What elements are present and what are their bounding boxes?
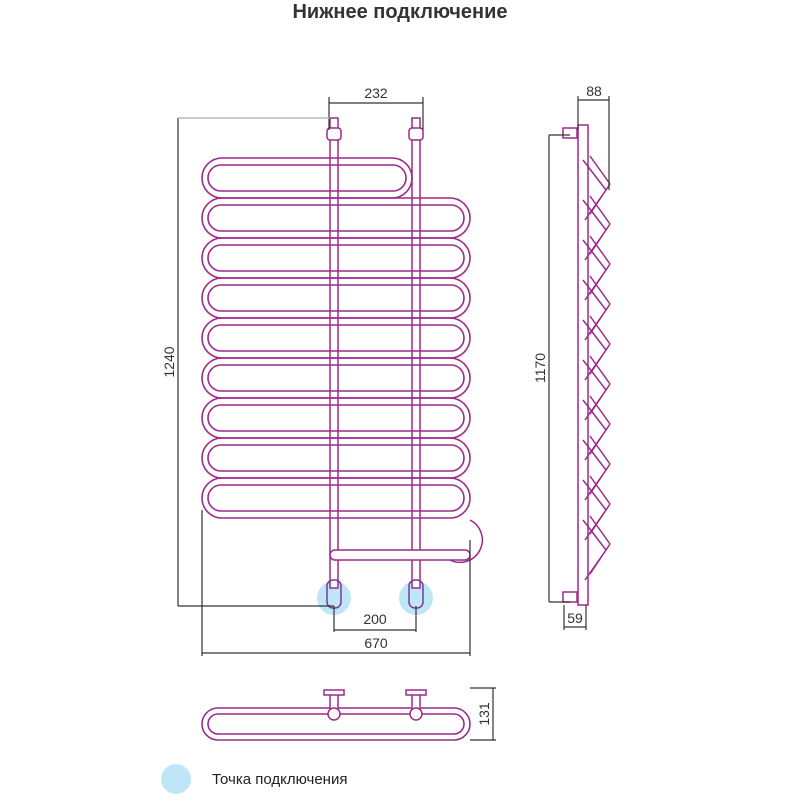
heater-loop-inner xyxy=(207,204,465,232)
side-tube xyxy=(584,503,611,541)
heater-loop-inner xyxy=(207,484,465,512)
heater-loop-inner xyxy=(207,404,465,432)
side-tube xyxy=(584,263,611,301)
side-tube xyxy=(582,435,611,471)
side-tube xyxy=(582,395,611,431)
bottom-view xyxy=(201,689,471,741)
side-tube xyxy=(584,183,611,221)
heater-loop-inner xyxy=(207,244,465,272)
heater-loop-inner xyxy=(207,164,407,192)
heater-loop-outer xyxy=(201,157,413,199)
legend-label: Точка подключения xyxy=(212,771,348,788)
diagram-title: Нижнее подключение xyxy=(292,1,508,23)
dim-131: 131 xyxy=(476,702,492,726)
heater-loop-inner xyxy=(207,284,465,312)
bottom-bend xyxy=(449,519,484,564)
side-bottom-valve xyxy=(562,591,578,603)
heater-loop-inner xyxy=(207,444,465,472)
side-tube xyxy=(582,315,611,351)
collector-pipe xyxy=(329,117,339,589)
side-tube xyxy=(584,303,611,341)
heater-loop-outer xyxy=(201,477,471,519)
dim-232: 232 xyxy=(364,85,388,101)
side-tube xyxy=(584,383,611,421)
side-tube xyxy=(584,463,611,501)
side-tube xyxy=(582,515,611,551)
dim-59: 59 xyxy=(567,610,583,626)
heater-loop-inner xyxy=(207,364,465,392)
side-tube xyxy=(582,355,611,391)
connection-point-right xyxy=(399,581,433,615)
side-tube xyxy=(582,235,611,271)
top-plug xyxy=(326,127,342,141)
side-tube xyxy=(584,423,611,461)
side-tube xyxy=(582,195,611,231)
heater-loop-inner xyxy=(207,324,465,352)
legend-connection-marker xyxy=(161,764,191,794)
dimension-lines xyxy=(177,96,610,741)
dim-200: 200 xyxy=(363,611,387,627)
bottom-crossbar xyxy=(329,549,471,561)
bottom-view-fitting xyxy=(409,707,423,721)
bottom-view-valve-cap xyxy=(405,689,427,696)
dim-670: 670 xyxy=(364,635,388,651)
side-collector xyxy=(577,124,589,606)
dim-1240: 1240 xyxy=(161,346,177,377)
collector-pipe xyxy=(411,117,421,589)
dim-88: 88 xyxy=(586,83,602,99)
top-plug xyxy=(408,127,424,141)
side-tube xyxy=(584,343,611,381)
side-view xyxy=(562,124,611,606)
side-tube xyxy=(584,543,611,581)
side-tube xyxy=(582,155,611,191)
side-tube xyxy=(584,223,611,261)
bottom-view-valve-cap xyxy=(323,689,345,696)
side-top-valve xyxy=(562,127,578,139)
dim-1170: 1170 xyxy=(532,353,548,383)
bottom-view-fitting xyxy=(327,707,341,721)
front-view xyxy=(201,117,484,615)
side-tube xyxy=(582,275,611,311)
side-tube xyxy=(582,475,611,511)
